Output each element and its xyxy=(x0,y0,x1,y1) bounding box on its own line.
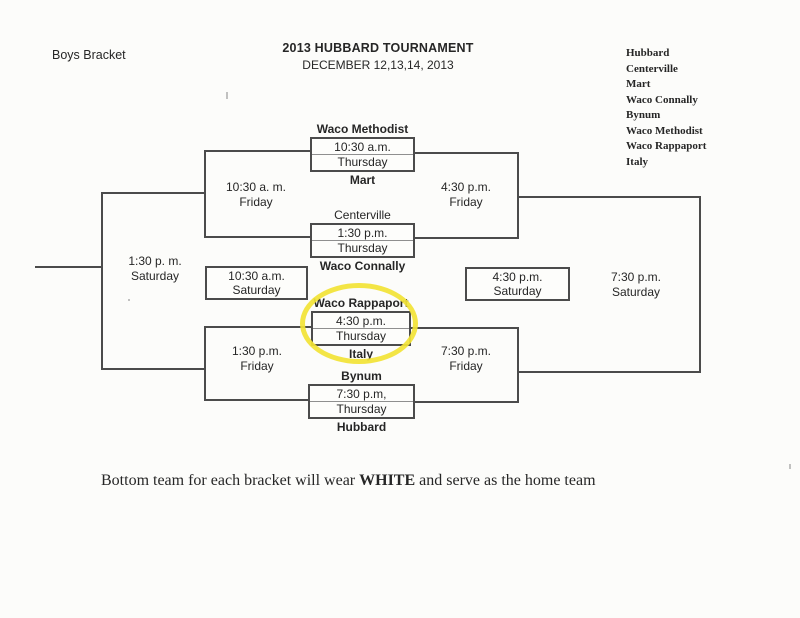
team-list-item: Waco Rappaport xyxy=(626,140,707,152)
team-list-item: Italy xyxy=(626,155,648,168)
bracket-gender-label: Boys Bracket xyxy=(52,48,126,62)
connector-line xyxy=(205,326,312,328)
round-time: 4:30 p.m. xyxy=(440,180,492,194)
connector-line xyxy=(205,150,310,152)
connector-line xyxy=(102,192,205,194)
tournament-title: 2013 HUBBARD TOURNAMENT xyxy=(282,41,474,55)
game-4-box: 7:30 p.m, Thursday xyxy=(308,384,415,419)
team-list-item: Waco Methodist xyxy=(626,124,703,137)
round-day: Friday xyxy=(449,359,483,373)
round-label-final-right: 7:30 p.m. Saturday xyxy=(576,270,696,300)
game-1-top-team: Waco Methodist xyxy=(316,122,409,136)
game-1-box: 10:30 a.m. Thursday xyxy=(310,137,415,172)
participating-team-list: Hubbard Centerville Mart Waco Connally B… xyxy=(626,46,706,170)
scan-speck xyxy=(789,464,791,469)
game-1-time: 10:30 a.m. xyxy=(334,140,391,154)
game-1-day: Thursday xyxy=(312,154,413,170)
game-4: Bynum 7:30 p.m, Thursday Hubbard xyxy=(308,368,415,435)
round-time: 1:30 p. m. xyxy=(128,254,182,268)
consolation-left-time: 10:30 a.m. xyxy=(228,269,285,283)
round-day: Saturday xyxy=(611,285,661,299)
round-label-semifinal-left-bottom: 1:30 p.m. Friday xyxy=(197,344,317,374)
team-list-item: Waco Connally xyxy=(626,93,698,106)
game-1-bottom-team: Mart xyxy=(349,173,376,187)
round-time: 1:30 p.m. xyxy=(231,344,283,358)
connector-line xyxy=(204,150,206,238)
scan-speck xyxy=(128,299,130,301)
connector-line xyxy=(415,237,518,239)
consolation-right-time: 4:30 p.m. xyxy=(492,270,543,284)
team-list-item: Centerville xyxy=(626,62,678,75)
title-block: 2013 HUBBARD TOURNAMENT DECEMBER 12,13,1… xyxy=(238,41,518,72)
round-day: Saturday xyxy=(130,269,180,283)
game-4-bottom-team: Hubbard xyxy=(336,420,387,434)
round-time: 10:30 a. m. xyxy=(225,180,287,194)
round-day: Friday xyxy=(239,195,273,209)
consolation-box-left: 10:30 a.m. Saturday xyxy=(205,266,308,300)
consolation-right-day: Saturday xyxy=(493,284,542,298)
connector-line xyxy=(102,368,205,370)
footnote-post: and serve as the home team xyxy=(415,472,596,489)
game-2-day: Thursday xyxy=(312,240,413,256)
game-2: Centerville 1:30 p.m. Thursday Waco Conn… xyxy=(310,207,415,274)
connector-line xyxy=(518,196,700,198)
footnote: Bottom team for each bracket will wear W… xyxy=(101,472,596,490)
game-2-bottom-team: Waco Connally xyxy=(319,259,406,273)
game-2-box: 1:30 p.m. Thursday xyxy=(310,223,415,258)
connector-line xyxy=(205,236,310,238)
consolation-box-right: 4:30 p.m. Saturday xyxy=(465,267,570,301)
connector-line xyxy=(101,192,103,370)
game-1: Waco Methodist 10:30 a.m. Thursday Mart xyxy=(310,121,415,188)
connector-line xyxy=(518,371,700,373)
game-4-top-team: Bynum xyxy=(341,369,382,383)
round-label-semifinal-left-top: 10:30 a. m. Friday xyxy=(196,180,316,210)
round-day: Friday xyxy=(240,359,274,373)
connector-line xyxy=(204,326,206,401)
round-time: 7:30 p.m. xyxy=(440,344,492,358)
final-bracket-line xyxy=(699,196,701,373)
footnote-pre: Bottom team for each bracket will wear xyxy=(101,472,360,489)
consolation-left-day: Saturday xyxy=(232,283,281,297)
tournament-date: DECEMBER 12,13,14, 2013 xyxy=(302,58,454,72)
round-label-semifinal-right-bottom: 7:30 p.m. Friday xyxy=(406,344,526,374)
round-time: 7:30 p.m. xyxy=(610,270,662,284)
round-day: Friday xyxy=(449,195,483,209)
team-list-item: Bynum xyxy=(626,109,661,121)
yellow-highlight-ellipse xyxy=(300,283,418,364)
round-label-final-left: 1:30 p. m. Saturday xyxy=(95,254,215,284)
connector-line xyxy=(517,327,519,403)
game-2-top-team: Centerville xyxy=(334,208,391,222)
team-list-item: Mart xyxy=(626,78,651,90)
team-list-item: Hubbard xyxy=(626,47,670,59)
scan-speck xyxy=(226,92,228,99)
champion-line xyxy=(35,266,102,268)
connector-line xyxy=(415,152,518,154)
connector-line xyxy=(205,399,308,401)
game-4-day: Thursday xyxy=(310,401,413,417)
connector-line xyxy=(411,327,518,329)
game-4-time: 7:30 p.m, xyxy=(336,387,387,401)
connector-line xyxy=(415,401,518,403)
game-2-time: 1:30 p.m. xyxy=(337,226,388,240)
connector-line xyxy=(517,152,519,239)
footnote-emphasis: WHITE xyxy=(359,472,416,489)
round-label-semifinal-right-top: 4:30 p.m. Friday xyxy=(406,180,526,210)
